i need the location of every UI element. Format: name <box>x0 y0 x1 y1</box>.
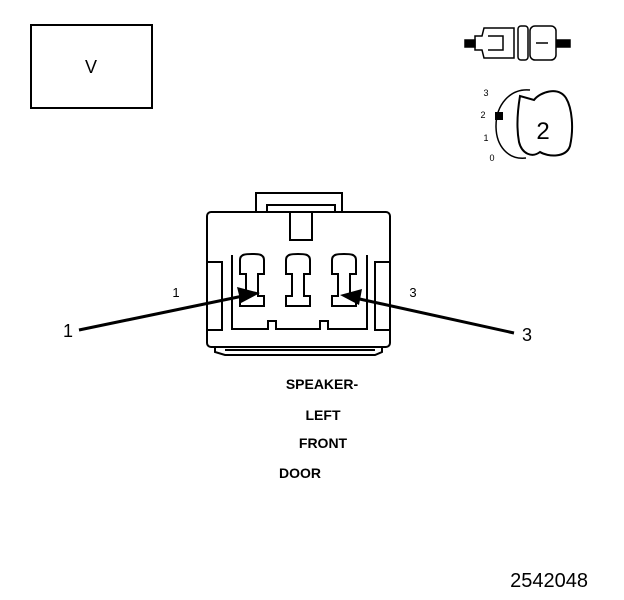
callout-label-1: 1 <box>63 321 73 341</box>
component-name-line-4: DOOR <box>279 465 321 481</box>
figure-number: 2542048 <box>510 570 588 592</box>
component-name-line-3: FRONT <box>299 435 348 451</box>
connector-face <box>206 192 391 356</box>
pin-label-3: 3 <box>409 285 416 300</box>
key-scale-0: 0 <box>489 153 494 163</box>
pin-label-1: 1 <box>172 285 179 300</box>
connector-side-view-icon <box>464 25 571 61</box>
callout-arrow-3 <box>340 289 515 335</box>
key-position-marker <box>495 112 503 120</box>
key-scale-2: 2 <box>480 110 485 120</box>
key-scale-3: 3 <box>483 88 488 98</box>
component-name-line-2: LEFT <box>306 407 341 423</box>
component-name: SPEAKER- LEFT FRONT DOOR <box>279 376 359 481</box>
key-scale-1: 1 <box>483 133 488 143</box>
view-box-label: V <box>85 57 97 77</box>
view-box: V <box>30 24 153 109</box>
callout-label-3: 3 <box>522 325 532 345</box>
callout-arrow-1 <box>78 287 260 332</box>
key-position-icon: 3 2 1 0 2 <box>480 88 574 163</box>
component-name-line-1: SPEAKER- <box>286 376 359 392</box>
key-position-current: 2 <box>536 118 549 145</box>
